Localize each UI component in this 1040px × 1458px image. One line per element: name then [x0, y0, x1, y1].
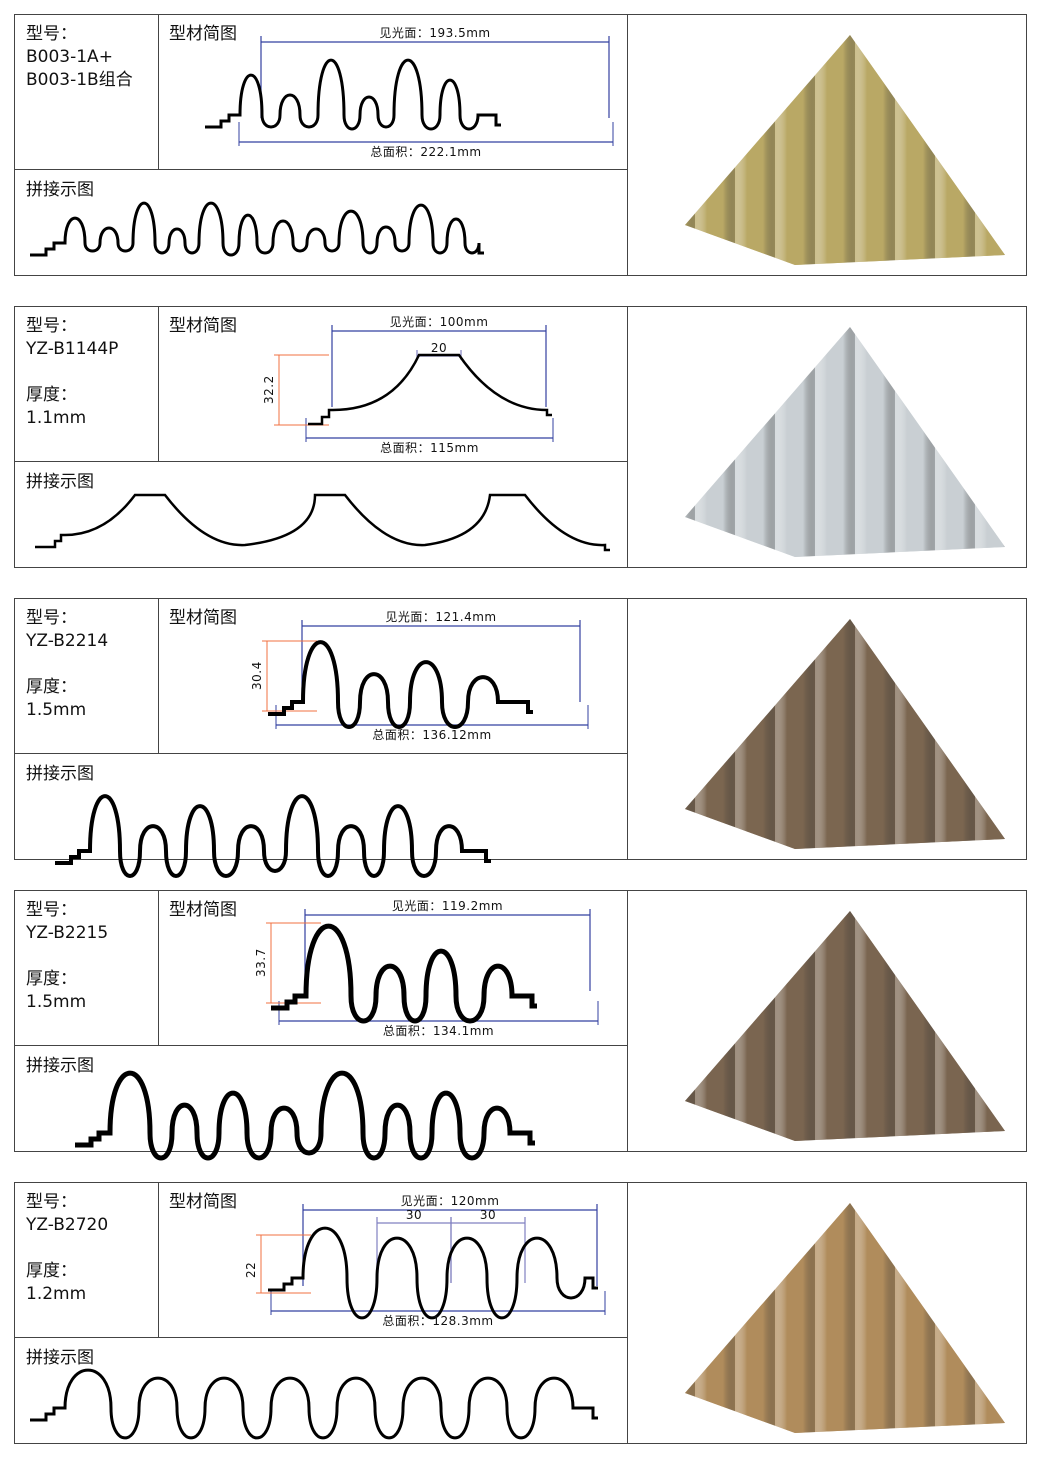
- total-width-label: 总面积：115mm: [380, 441, 479, 455]
- model-value: YZ-B1144P: [26, 339, 119, 359]
- profile-diagram-label: 型材简图: [169, 24, 237, 44]
- profile-shape: [268, 640, 533, 729]
- height-label: 22: [244, 1261, 258, 1278]
- panel-ridges: [685, 911, 1005, 1141]
- product-photo: [685, 327, 1005, 557]
- profile-drawing: [35, 325, 610, 552]
- splice-diagram-label: 拼接示图: [26, 180, 94, 200]
- panel-ridges: [685, 619, 1005, 849]
- total-width-label: 总面积：134.1mm: [382, 1024, 495, 1038]
- thickness-value: 1.1mm: [26, 408, 87, 428]
- height-label: 32.2: [262, 375, 276, 404]
- pitch-label: 30: [479, 1208, 497, 1222]
- splice-diagram-label: 拼接示图: [26, 1056, 94, 1076]
- column-divider: [627, 1183, 628, 1443]
- row-divider: [15, 1337, 627, 1338]
- product-photo: [685, 619, 1005, 849]
- thickness-label: 厚度：: [26, 1261, 77, 1281]
- row-divider: [15, 1045, 627, 1046]
- profile-drawing: [55, 620, 589, 878]
- product-block: 型号： B003-1A+ B003-1B组合 型材简图拼接示图 见光面：193.5mm…: [14, 14, 1027, 276]
- product-block: 型号： YZ-B2214 厚度： 1.5mm 型材简图拼接示图 见光面：121.4mm 总面…: [14, 598, 1027, 878]
- total-width-label: 总面积：128.3mm: [382, 1314, 494, 1328]
- product-photo: [685, 911, 1005, 1141]
- splice-shape: [55, 794, 491, 878]
- splice-shape: [30, 1368, 598, 1440]
- splice-shape: [30, 201, 484, 257]
- column-divider: [158, 1183, 159, 1337]
- profile-shape: [268, 1226, 598, 1320]
- total-width-label: 总面积：136.12mm: [372, 728, 492, 742]
- profile-drawing: [30, 36, 614, 257]
- panel-ridges: [685, 327, 1005, 557]
- thickness-value: 1.5mm: [26, 700, 87, 720]
- splice-diagram-label: 拼接示图: [26, 1348, 94, 1368]
- profile-drawing: [30, 1204, 606, 1440]
- column-divider: [158, 891, 159, 1045]
- row-divider: [15, 753, 627, 754]
- profile-diagram-label: 型材简图: [169, 316, 237, 336]
- row-divider: [15, 169, 627, 170]
- column-divider: [627, 599, 628, 859]
- model-label: 型号：: [26, 1192, 77, 1212]
- pitch-label: 20: [430, 341, 448, 355]
- visible-width-label: 见光面：119.2mm: [391, 899, 504, 913]
- thickness-value: 1.2mm: [26, 1284, 87, 1304]
- model-value: YZ-B2215: [26, 923, 109, 943]
- product-block: 型号： YZ-B2215 厚度： 1.5mm 型材简图拼接示图 见光面：119.2mm 总面…: [14, 890, 1027, 1161]
- visible-width-label: 见光面：120mm: [400, 1194, 500, 1208]
- product-block: 型号： YZ-B2720 厚度： 1.2mm 型材简图拼接示图 见光面：120mm 总面积：…: [14, 1182, 1027, 1444]
- product-photo: [685, 35, 1005, 265]
- column-divider: [627, 307, 628, 567]
- row-divider: [15, 461, 627, 462]
- thickness-label: 厚度：: [26, 385, 77, 405]
- total-width-label: 总面积：222.1mm: [370, 145, 482, 159]
- column-divider: [158, 307, 159, 461]
- profile-diagram-label: 型材简图: [169, 608, 237, 628]
- splice-shape: [75, 1070, 535, 1161]
- column-divider: [158, 15, 159, 169]
- profile-diagram-label: 型材简图: [169, 1192, 237, 1212]
- column-divider: [627, 891, 628, 1151]
- pitch-label: 30: [405, 1208, 423, 1222]
- model-label: 型号：: [26, 608, 77, 628]
- profile-shape: [205, 58, 501, 131]
- visible-width-label: 见光面：121.4mm: [385, 610, 497, 624]
- height-label: 30.4: [250, 661, 264, 690]
- profile-shape: [308, 353, 552, 426]
- panel-ridges: [685, 1203, 1005, 1433]
- visible-width-label: 见光面：100mm: [389, 315, 489, 329]
- profile-shape: [271, 923, 537, 1024]
- product-photo: [685, 1203, 1005, 1433]
- profile-diagram-label: 型材简图: [169, 900, 237, 920]
- splice-diagram-label: 拼接示图: [26, 472, 94, 492]
- thickness-label: 厚度：: [26, 677, 77, 697]
- panel-ridges: [685, 35, 1005, 265]
- height-label: 33.7: [254, 948, 268, 977]
- model-label: 型号：: [26, 900, 77, 920]
- model-value: B003-1A+ B003-1B组合: [26, 47, 133, 90]
- product-block: 型号： YZ-B1144P 厚度： 1.1mm 型材简图拼接示图 见光面：100mm 总面积…: [14, 306, 1027, 568]
- thickness-label: 厚度：: [26, 969, 77, 989]
- column-divider: [627, 15, 628, 275]
- visible-width-label: 见光面：193.5mm: [379, 26, 491, 40]
- column-divider: [158, 599, 159, 753]
- model-label: 型号：: [26, 24, 77, 44]
- splice-shape: [35, 493, 610, 552]
- model-label: 型号：: [26, 316, 77, 336]
- model-value: YZ-B2720: [26, 1215, 109, 1235]
- thickness-value: 1.5mm: [26, 992, 87, 1012]
- splice-diagram-label: 拼接示图: [26, 764, 94, 784]
- model-value: YZ-B2214: [26, 631, 109, 651]
- profile-drawing: [75, 909, 599, 1161]
